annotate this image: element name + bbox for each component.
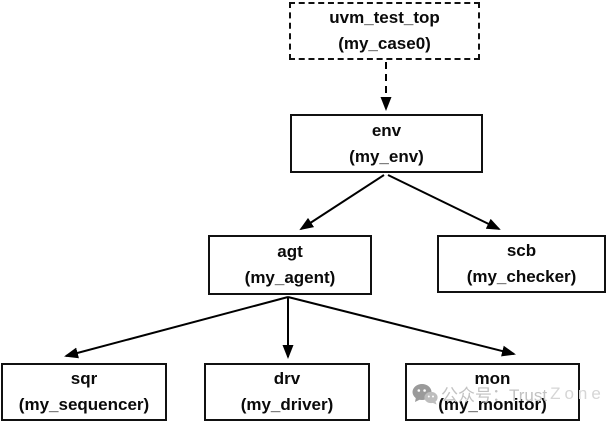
node-title: sqr <box>70 369 98 388</box>
node-drv: drv (my_driver) <box>204 363 370 421</box>
node-sqr: sqr (my_sequencer) <box>1 363 167 421</box>
node-title: drv <box>273 369 301 388</box>
node-title: env <box>371 120 402 140</box>
edge-agt-mon <box>287 296 516 357</box>
node-uvm-test-top: uvm_test_top (my_case0) <box>289 2 480 60</box>
node-subtitle: (my_agent) <box>244 268 336 287</box>
node-title: scb <box>506 241 537 260</box>
edge-env-agt <box>299 174 385 231</box>
node-title: uvm_test_top <box>329 8 440 27</box>
node-subtitle: (my_sequencer) <box>18 395 150 414</box>
node-subtitle: (my_driver) <box>240 395 334 414</box>
node-title: agt <box>277 242 303 261</box>
node-agt: agt (my_agent) <box>208 235 372 295</box>
node-mon: mon (my_monitor) <box>405 363 580 421</box>
node-subtitle: (my_checker) <box>466 267 577 286</box>
node-env: env (my_env) <box>290 114 483 173</box>
node-title: mon <box>474 369 511 388</box>
node-subtitle: (my_env) <box>349 146 424 166</box>
edge-env-scb <box>387 174 501 230</box>
edge-agt-sqr <box>64 296 289 359</box>
node-subtitle: (my_case0) <box>338 34 431 53</box>
node-scb: scb (my_checker) <box>437 235 606 293</box>
node-subtitle: (my_monitor) <box>438 395 547 414</box>
